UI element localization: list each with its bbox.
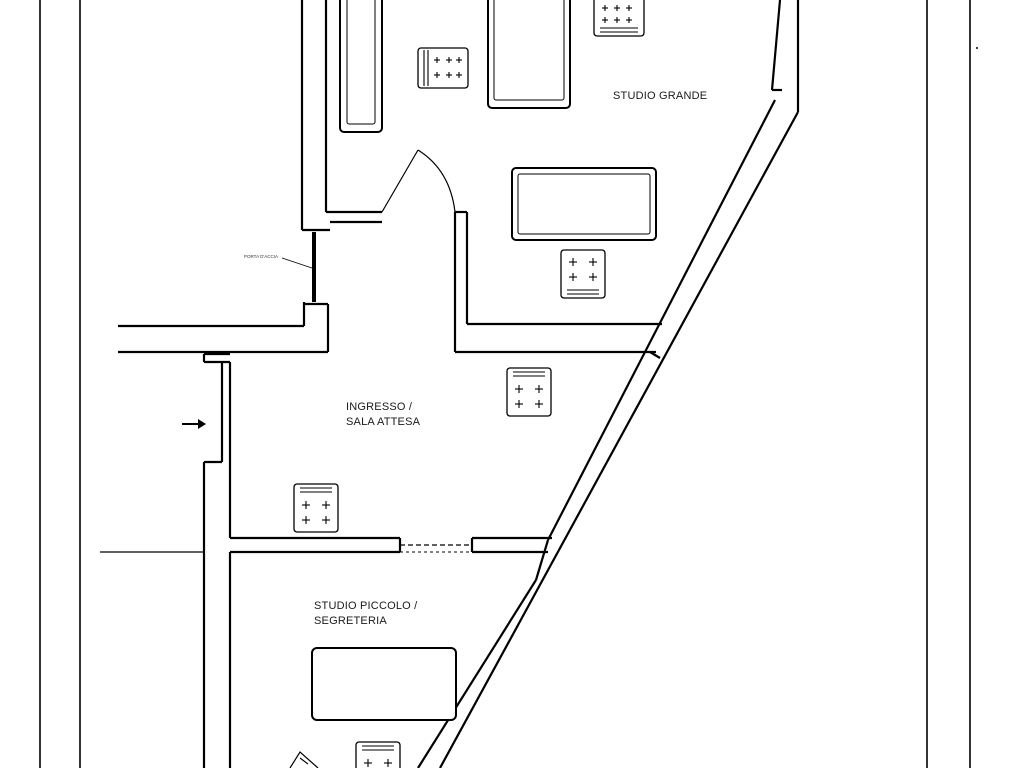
room-label-studio-piccolo: STUDIO PICCOLO / bbox=[314, 600, 418, 612]
chair-icon bbox=[417, 47, 469, 89]
desk-icon bbox=[311, 647, 457, 721]
room-label-sala-attesa: SALA ATTESA bbox=[346, 416, 421, 428]
desk-icon bbox=[511, 167, 657, 241]
room-label-segreteria: SEGRETERIA bbox=[314, 615, 387, 627]
room-label-studio-grande: STUDIO GRANDE bbox=[613, 90, 707, 102]
walls bbox=[100, 0, 800, 768]
chair-icon bbox=[506, 367, 552, 417]
chair-icon bbox=[355, 741, 401, 768]
door-note-label: PORTA D'ACCIA bbox=[244, 254, 278, 259]
room-label-ingresso: INGRESSO / bbox=[346, 401, 413, 413]
door-swing-icon bbox=[381, 149, 456, 213]
chair-icon bbox=[293, 483, 339, 533]
page-frame bbox=[39, 0, 978, 768]
chair-icon bbox=[593, 0, 645, 37]
desk-icon bbox=[339, 0, 383, 133]
door-note-leader bbox=[281, 257, 313, 269]
chair-icon bbox=[560, 249, 606, 299]
chair-icon bbox=[289, 751, 319, 768]
desk-icon bbox=[487, 0, 571, 109]
entrance-arrow-icon bbox=[182, 419, 206, 429]
